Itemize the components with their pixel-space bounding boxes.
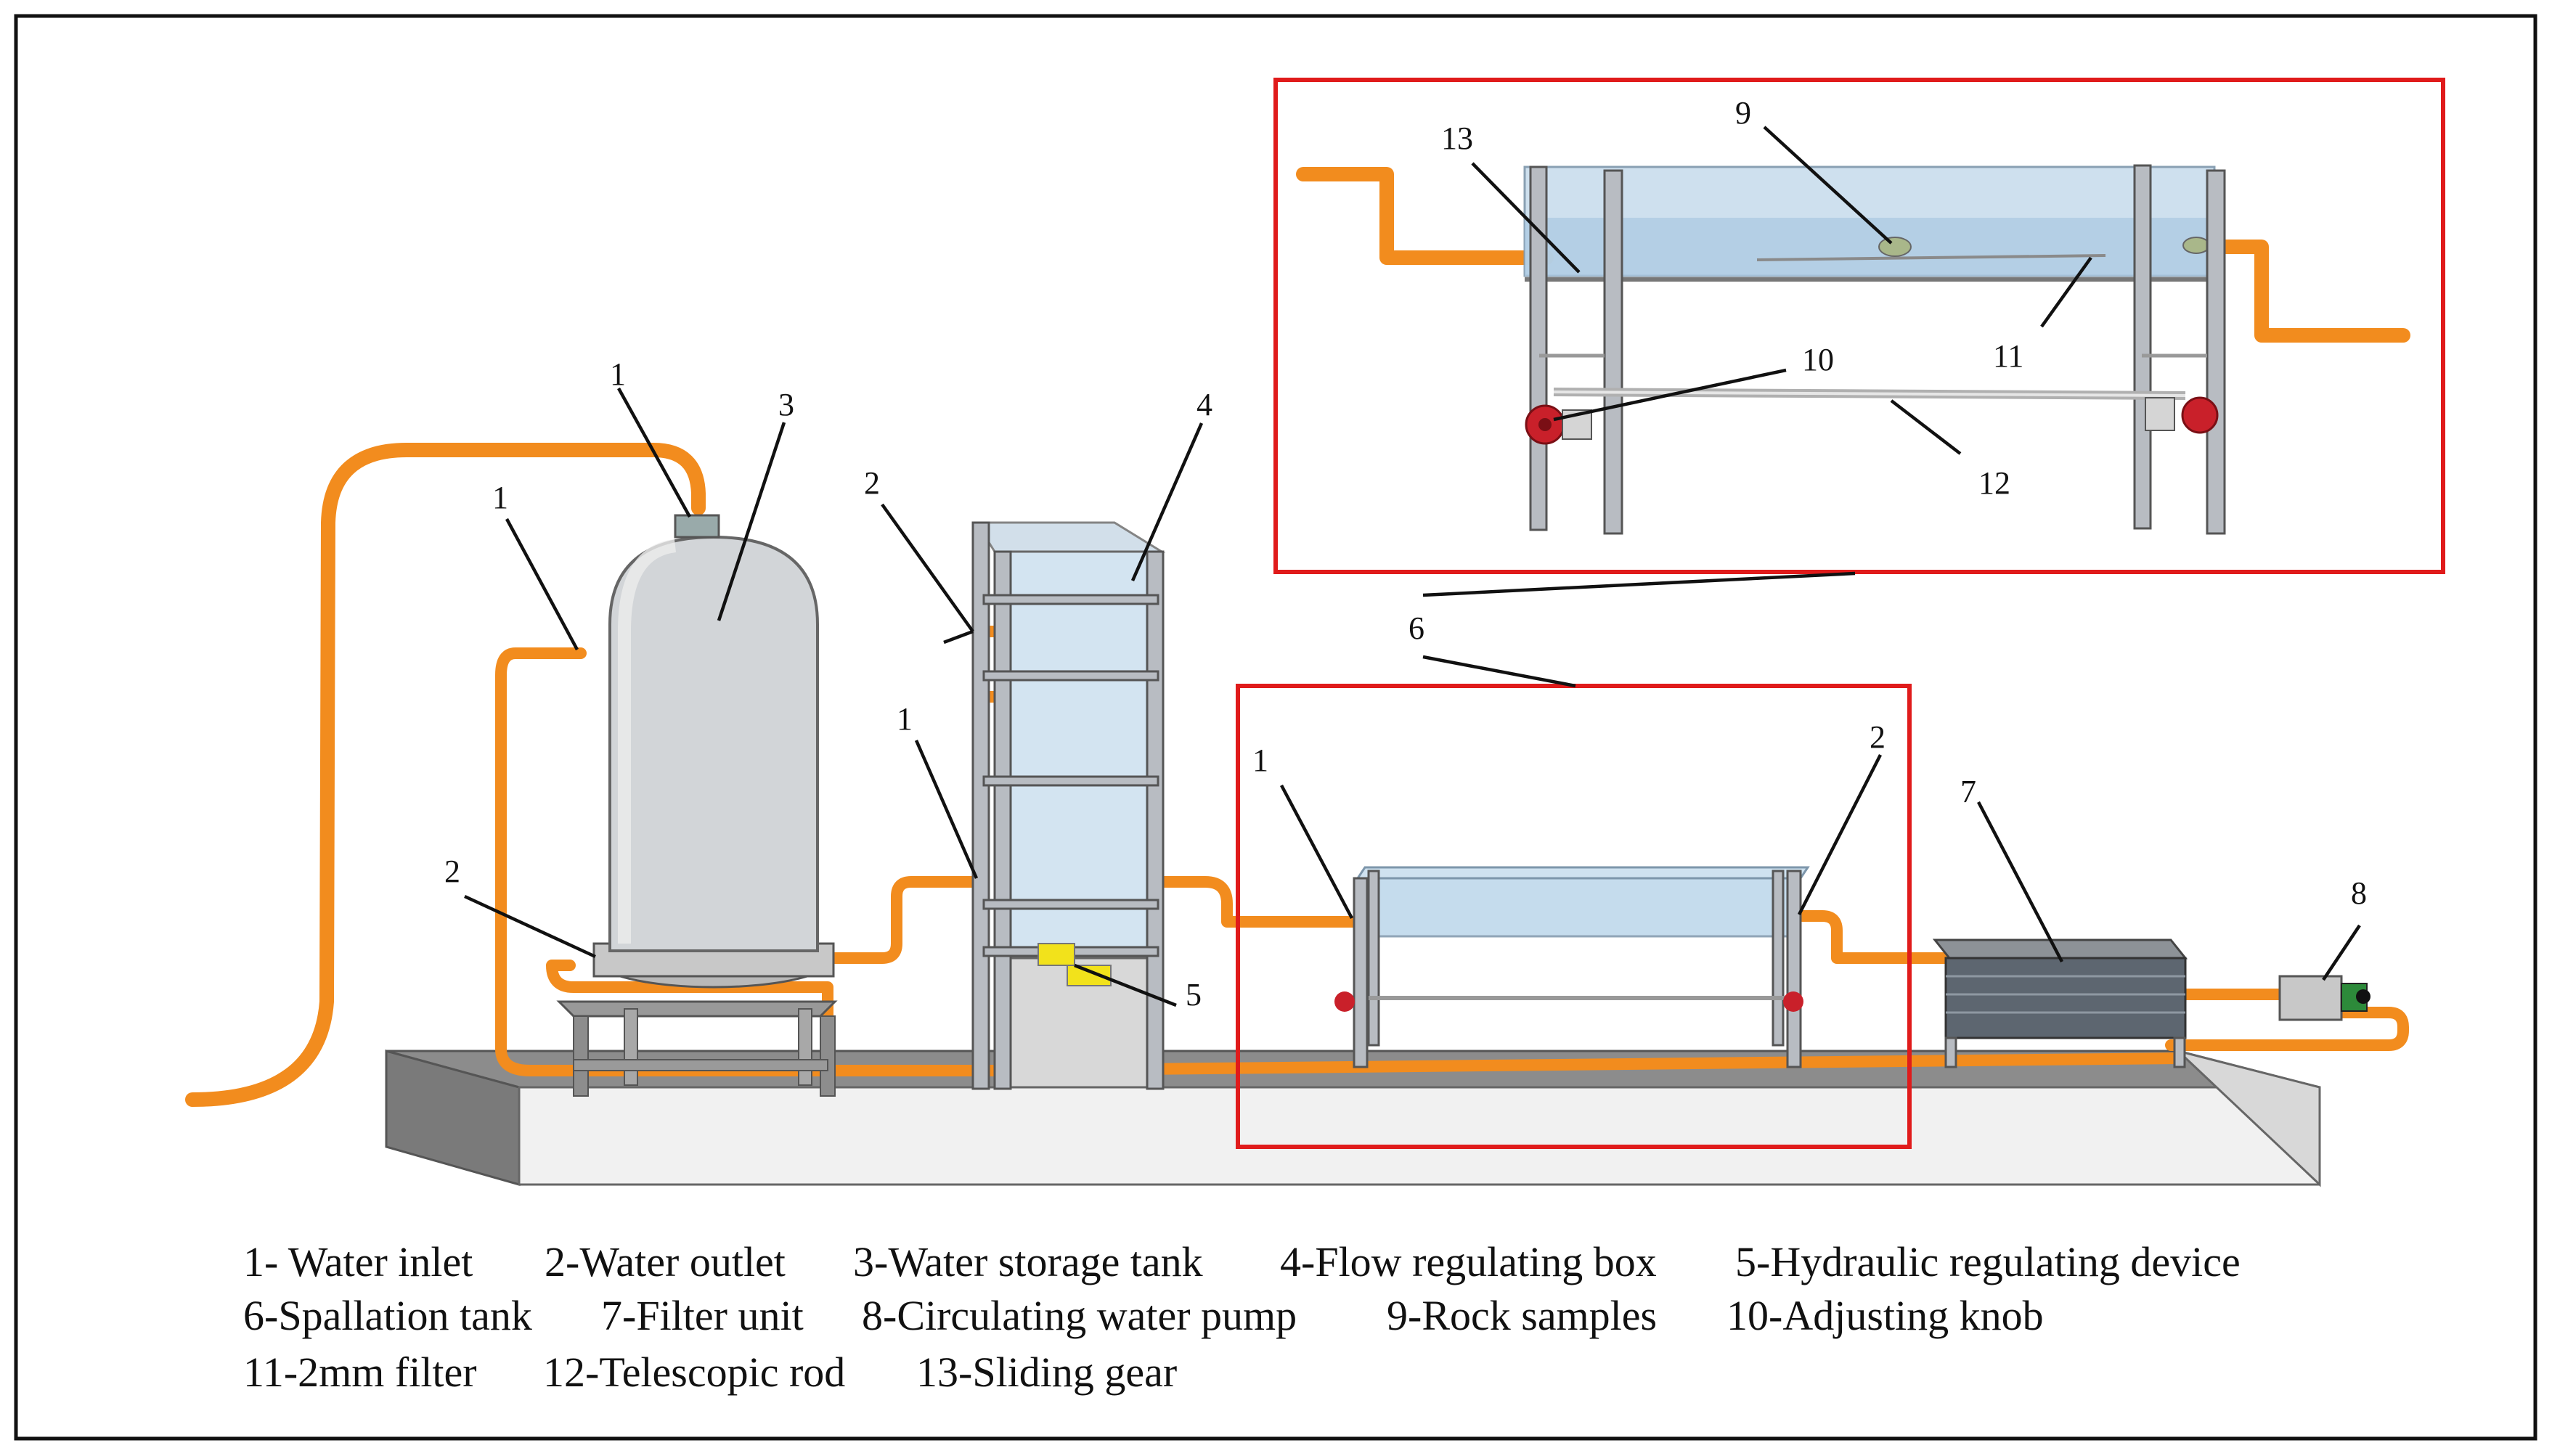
callout-knob: 10	[1802, 342, 1834, 377]
callout-filter: 11	[1993, 338, 2023, 374]
callout-spallation: 6	[1409, 610, 1424, 646]
legend-item: 5-Hydraulic regulating device	[1735, 1238, 2241, 1285]
callout-flow-box: 4	[1196, 387, 1212, 422]
zoom-detail	[1296, 164, 2410, 535]
legend-item: 12-Telescopic rod	[543, 1349, 845, 1396]
flow-regulating-box	[971, 521, 1166, 1090]
spallation-tank	[1334, 866, 1810, 1068]
callout-inlet-spall: 1	[1252, 743, 1268, 778]
adjusting-knob	[1525, 404, 1592, 445]
callout-pump: 8	[2351, 875, 2367, 911]
legend-item: 1- Water inlet	[243, 1238, 473, 1285]
callout-outlet-spall: 2	[1870, 719, 1886, 755]
callout-labels: 1 1 3 2 2 1 4 5 6 1 2 7 8 9 13 10 11 12	[444, 95, 2367, 1013]
water-storage-tank	[556, 514, 838, 1097]
leader-lines	[464, 126, 2361, 1007]
callout-outlet-box: 2	[864, 465, 880, 501]
rock-sample	[1878, 237, 1912, 257]
legend-item: 10-Adjusting knob	[1727, 1292, 2044, 1339]
callout-storage-tank: 3	[778, 387, 794, 422]
callout-inlet-tank-top: 1	[610, 356, 626, 392]
legend-item: 13-Sliding gear	[916, 1349, 1177, 1396]
callout-outlet-tank: 2	[444, 854, 460, 889]
callout-sliding: 13	[1441, 120, 1473, 156]
callout-hydraulic: 5	[1186, 977, 1202, 1013]
pipework	[185, 443, 2409, 1107]
callout-inlet-box: 1	[897, 701, 913, 737]
callout-rod: 12	[1978, 465, 2010, 501]
callout-rock: 9	[1735, 95, 1751, 131]
legend-item: 11-2mm filter	[243, 1349, 477, 1396]
legend-item: 4-Flow regulating box	[1280, 1238, 1657, 1285]
legend-item: 7-Filter unit	[601, 1292, 804, 1339]
circulating-water-pump	[2278, 975, 2370, 1021]
legend-item: 2-Water outlet	[545, 1238, 786, 1285]
zoom-detail-box	[1273, 78, 2445, 574]
legend-item: 9-Rock samples	[1387, 1292, 1657, 1339]
callout-inlet-tank-side: 1	[492, 480, 508, 515]
legend: 1- Water inlet 2-Water outlet 3-Water st…	[243, 1238, 2241, 1396]
callout-filter-unit: 7	[1960, 774, 1976, 809]
adjusting-knob-right	[2145, 396, 2219, 434]
filter-unit	[1932, 938, 2188, 1068]
legend-item: 8-Circulating water pump	[862, 1292, 1297, 1339]
tank-stand	[556, 1000, 838, 1097]
legend-item: 6-Spallation tank	[243, 1292, 532, 1339]
legend-item: 3-Water storage tank	[853, 1238, 1203, 1285]
